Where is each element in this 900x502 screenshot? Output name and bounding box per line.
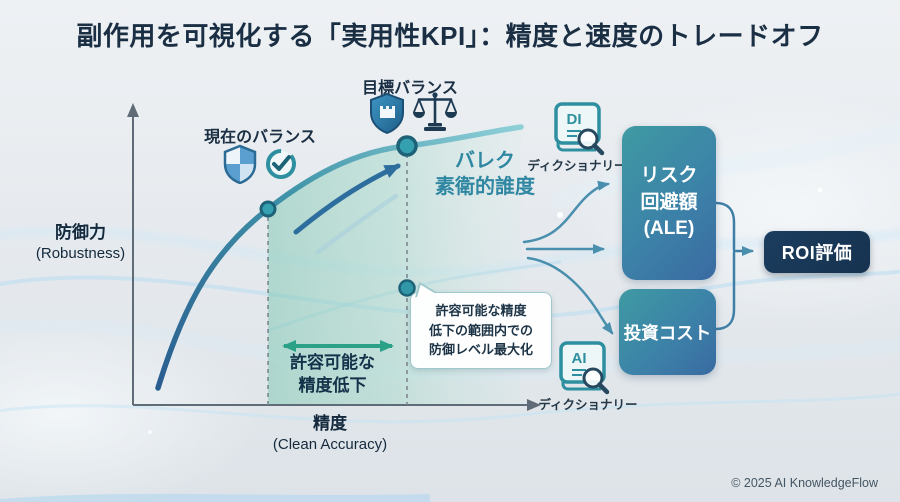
- flow-connectors: [522, 180, 614, 335]
- dictionary-di-icon: DI: [547, 98, 607, 163]
- quartered-shield-icon: [222, 144, 258, 189]
- dictionary-ai-label: ディクショナリー: [538, 398, 638, 412]
- roi-bracket: [714, 201, 754, 331]
- current-balance-point: [259, 200, 277, 218]
- risk-box-line2: 回避額: [640, 191, 698, 213]
- x-axis-label: 精度 (Clean Accuracy): [245, 413, 415, 455]
- dictionary-ai-icon: AI: [552, 337, 612, 402]
- tolerance-label-line2: 精度低下: [298, 375, 367, 395]
- dictionary-ai-badge: AI: [572, 350, 587, 367]
- axes: [127, 103, 541, 411]
- dashed-guides: [267, 146, 408, 405]
- target-balance-point: [396, 135, 418, 157]
- tolerance-label: 許容可能な 精度低下: [265, 352, 400, 398]
- curve-caption: バレク 素衛的誰度: [415, 148, 555, 200]
- callout-line3: 防御レベル最大化: [428, 342, 533, 357]
- shift-arrow-echo: [315, 193, 399, 255]
- max-defense-point: [398, 279, 416, 297]
- page-title: 副作用を可視化する「実用性KPI」：精度と速度のトレードオフ: [76, 21, 824, 51]
- curve-caption-line2: 素衛的誰度: [435, 176, 535, 198]
- roi-box-label: ROI評価: [781, 243, 853, 263]
- current-balance-label: 現在のバランス: [204, 129, 316, 146]
- risk-avoidance-box: リスク 回避額 (ALE): [622, 126, 716, 280]
- y-axis-label-en: (Robustness): [35, 245, 126, 263]
- copyright: © 2025 AI KnowledgeFlow: [731, 476, 878, 490]
- roi-evaluation-box: ROI評価: [764, 231, 870, 273]
- tolerance-label-line1: 許容可能な: [290, 353, 375, 372]
- risk-box-line3: (ALE): [643, 218, 695, 240]
- curve-caption-line1: バレク: [455, 150, 515, 172]
- robustness-accuracy-curve: [155, 124, 524, 391]
- castle-shield-icon: [368, 92, 406, 139]
- cost-box-label: 投資コスト: [623, 322, 712, 343]
- dictionary-di-label: ディクショナリー: [527, 159, 627, 173]
- x-axis-label-jp: 精度: [313, 414, 347, 433]
- y-axis-label: 防御力 (Robustness): [18, 222, 143, 264]
- y-axis-label-jp: 防御力: [55, 223, 106, 242]
- max-defense-callout: 許容可能な精度 低下の範囲内での 防御レベル最大化: [410, 278, 552, 369]
- callout-line1: 許容可能な精度: [435, 303, 527, 318]
- risk-box-line1: リスク: [640, 165, 698, 187]
- scales-icon: [412, 90, 458, 139]
- investment-cost-box: 投資コスト: [619, 289, 716, 375]
- shift-arrow: [293, 163, 401, 235]
- dictionary-di-badge: DI: [567, 111, 582, 128]
- check-circle-icon: [264, 147, 298, 186]
- x-axis-label-en: (Clean Accuracy): [272, 436, 388, 454]
- callout-line2: 低下の範囲内での: [428, 322, 533, 338]
